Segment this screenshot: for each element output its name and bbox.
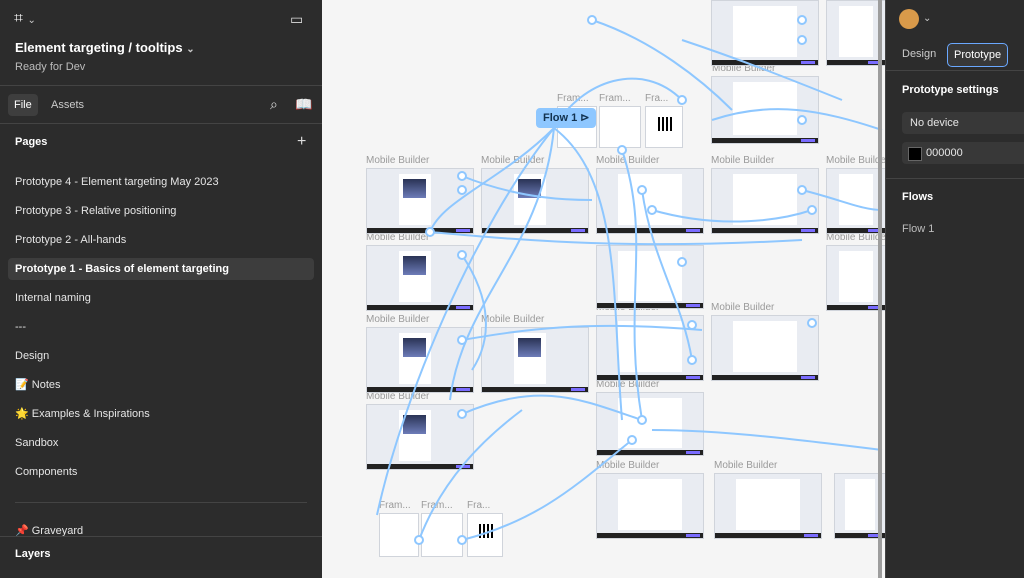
- page-item[interactable]: 📝 Notes: [15, 379, 61, 391]
- page-item[interactable]: 📌 Graveyard: [15, 525, 84, 537]
- frame-label: Mobile Builder: [366, 391, 430, 402]
- mobile-builder-frame[interactable]: [596, 473, 704, 539]
- mobile-builder-frame[interactable]: [366, 327, 474, 393]
- page-item[interactable]: 🌟 Examples & Inspirations: [15, 408, 150, 420]
- frame-label: Fram...: [379, 500, 411, 511]
- color-swatch[interactable]: [908, 147, 922, 161]
- frame-label: Mobile Builder: [826, 232, 885, 243]
- tab-prototype[interactable]: Prototype: [947, 43, 1009, 67]
- mobile-builder-frame[interactable]: [711, 168, 819, 234]
- frame-label: Fra...: [645, 93, 669, 104]
- tab-assets[interactable]: Assets: [51, 99, 85, 111]
- mobile-builder-frame[interactable]: [826, 168, 885, 234]
- mobile-builder-frame[interactable]: [366, 245, 474, 311]
- flows-heading: Flows: [902, 191, 934, 203]
- frame-label: Mobile Builder: [596, 155, 660, 166]
- chevron-down-icon[interactable]: ⌄: [923, 13, 932, 24]
- small-frame[interactable]: [645, 106, 683, 148]
- frame-label: Mobile Builder: [366, 232, 430, 243]
- frame-label: Mobile Builder: [366, 314, 430, 325]
- library-icon[interactable]: 📖: [295, 96, 313, 112]
- qr-code-icon: [658, 117, 672, 131]
- tab-file[interactable]: File: [8, 94, 38, 116]
- tab-design[interactable]: Design: [902, 48, 937, 60]
- page-item[interactable]: Sandbox: [15, 437, 59, 449]
- frame-label: Fram...: [557, 93, 589, 104]
- panel-toggle-icon[interactable]: ▭: [290, 11, 304, 27]
- page-item[interactable]: Prototype 2 - All-hands: [15, 234, 127, 246]
- mobile-builder-frame[interactable]: [711, 315, 819, 381]
- frame-label: Mobile Builder: [481, 314, 545, 325]
- mobile-builder-frame[interactable]: [366, 168, 474, 234]
- mobile-builder-frame[interactable]: [834, 473, 885, 539]
- dev-status: Ready for Dev: [15, 61, 86, 73]
- frame-label: Mobile Builder: [596, 460, 660, 471]
- figma-menu-icon[interactable]: ⌗ ⌄: [14, 10, 36, 27]
- flow-start-badge[interactable]: Flow 1 ⊳: [536, 108, 596, 128]
- mobile-builder-frame[interactable]: [596, 168, 704, 234]
- mobile-builder-frame[interactable]: [826, 245, 885, 311]
- device-select[interactable]: No device: [902, 112, 1024, 134]
- flow-item[interactable]: Flow 1: [902, 223, 935, 235]
- frame-label: Fram...: [599, 93, 631, 104]
- prototype-settings-heading: Prototype settings: [902, 84, 999, 96]
- frame-label: Mobile Builder: [596, 379, 660, 390]
- frame-label: Mobile Builder: [481, 155, 545, 166]
- left-sidebar: ⌗ ⌄ ▭ Element targeting / tooltips ⌄ Rea…: [0, 0, 323, 578]
- layers-heading: Layers: [15, 548, 51, 560]
- prototype-connections: [376, 15, 883, 545]
- add-page-icon[interactable]: +: [297, 133, 307, 150]
- mobile-builder-frame[interactable]: [596, 392, 704, 456]
- frame-label: Mobile Builder: [711, 302, 775, 313]
- mobile-builder-frame[interactable]: [711, 0, 819, 66]
- canvas[interactable]: Mobile Builder Mobile Builder Mobile Bui…: [322, 0, 885, 578]
- frame-label: Fra...: [467, 500, 491, 511]
- frame-label: Mobile Builder: [366, 155, 430, 166]
- page-item[interactable]: Prototype 4 - Element targeting May 2023: [15, 176, 219, 188]
- page-item[interactable]: Design: [15, 350, 50, 362]
- frame-label: Fram...: [421, 500, 453, 511]
- canvas-scrollbar[interactable]: [878, 0, 882, 578]
- play-icon[interactable]: ⊳: [580, 112, 590, 124]
- mobile-builder-frame[interactable]: [714, 473, 822, 539]
- file-title[interactable]: Element targeting / tooltips ⌄: [15, 40, 195, 55]
- pages-heading: Pages: [15, 136, 48, 148]
- page-item-selected[interactable]: Prototype 1 - Basics of element targetin…: [8, 258, 314, 280]
- search-icon[interactable]: ⌕: [270, 96, 278, 112]
- page-item[interactable]: Components: [15, 466, 78, 478]
- page-item[interactable]: Prototype 3 - Relative positioning: [15, 205, 177, 217]
- mobile-builder-frame[interactable]: [826, 0, 885, 66]
- page-item[interactable]: Internal naming: [15, 292, 91, 304]
- avatar[interactable]: [899, 9, 919, 29]
- frame-label: Mobile Builder: [714, 460, 778, 471]
- page-separator[interactable]: ---: [15, 321, 26, 333]
- background-color-field[interactable]: 000000: [902, 142, 1024, 164]
- right-sidebar: ⌄ Design Prototype Prototype settings No…: [885, 0, 1024, 578]
- frame-label: Mobile Builder: [712, 63, 776, 74]
- frame-label: Mobile Builder: [711, 155, 775, 166]
- frame-label: Mobile Builder: [826, 155, 885, 166]
- small-frame[interactable]: [379, 513, 419, 557]
- mobile-builder-frame[interactable]: [481, 327, 589, 393]
